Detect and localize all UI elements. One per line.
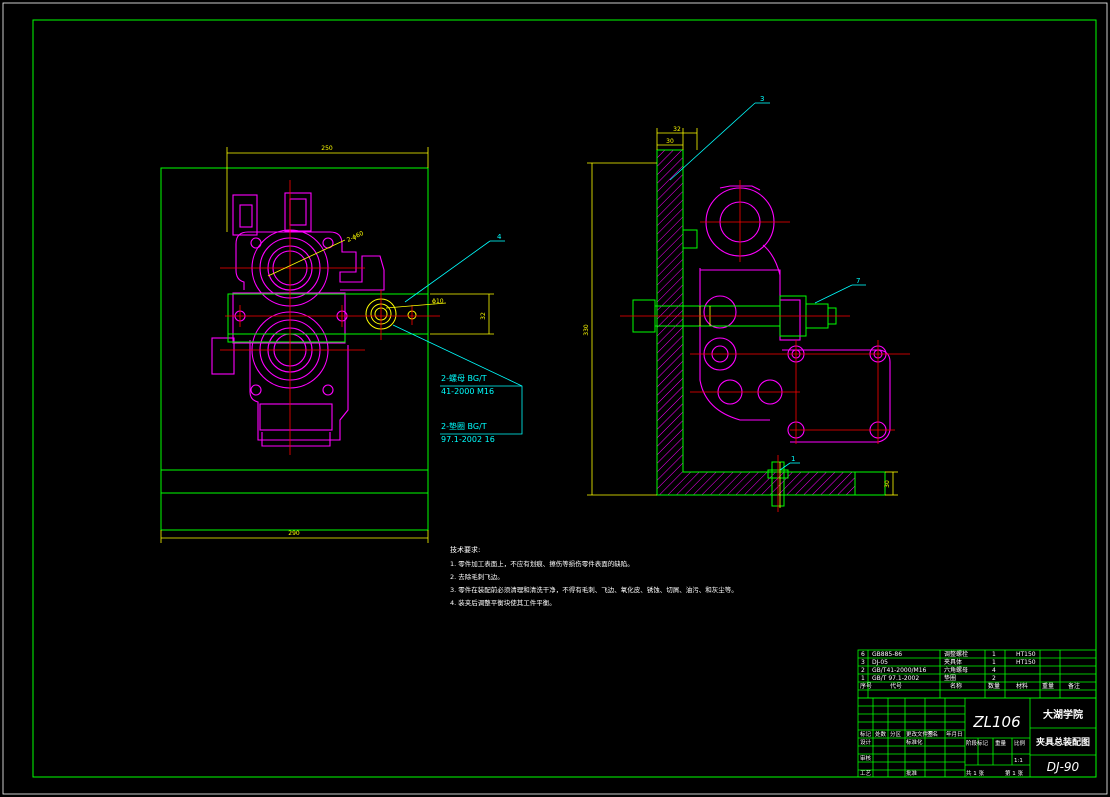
tb-zones: 处数 [875, 730, 887, 738]
tb-drawing-no: DJ-90 [1047, 760, 1080, 774]
callout-nut-line2: 41-2000 M16 [441, 387, 494, 396]
bom-row1-material: HT150 [1016, 651, 1036, 658]
balloon-right-bolt: 7 [856, 277, 860, 285]
bom-header-no: 序号 [860, 682, 872, 690]
bom-row2-qty: 1 [992, 659, 996, 666]
dim-right-height: 330 [583, 324, 590, 336]
bom-row3-name: 六角螺母 [944, 666, 968, 674]
dim-left-bottom-width: 290 [288, 530, 300, 537]
bom-row1-name: 调整螺栓 [944, 650, 968, 658]
dim-left-height: 32 [480, 312, 487, 320]
bom-header-remark: 备注 [1068, 682, 1080, 690]
bom-row1-no: 6 [861, 651, 865, 658]
dim-right-top-b: 30 [666, 138, 674, 145]
bom-row4-no: 1 [861, 675, 865, 682]
bom-row4-code: GB/T 97.1-2002 [872, 675, 919, 682]
tb-sign: 签名 [927, 730, 938, 738]
dim-right-base-height: 30 [884, 480, 891, 488]
bom-row2-name: 夹具体 [944, 658, 962, 666]
tb-stage-mark: 阶段标记 [966, 739, 989, 747]
tb-zone: 分区 [890, 730, 902, 738]
notes-item-2: 2. 去除毛刺飞边。 [450, 572, 504, 581]
bom-row3-no: 2 [861, 667, 865, 674]
bom-row1-qty: 1 [992, 651, 996, 658]
dim-left-hole-dia: ϕ10 [432, 298, 444, 305]
bom-row2-code: DJ-05 [872, 659, 888, 666]
tb-design: 设计 [860, 738, 872, 746]
notes-item-4: 4. 装夹后调整平衡块使其工件平衡。 [450, 598, 556, 607]
tb-part-code: ZL106 [972, 713, 1020, 731]
bom-row2-material: HT150 [1016, 659, 1036, 666]
callout-washer-line1: 2-垫圈 BG/T [441, 421, 487, 431]
bom-row3-code: GB/T41-2000/M16 [872, 667, 927, 674]
bom-row2-no: 3 [861, 659, 865, 666]
tb-school: 大湖学院 [1043, 708, 1083, 721]
dim-right-top-a: 32 [673, 126, 681, 133]
bom-header-material: 材料 [1016, 682, 1028, 690]
bom-row4-qty: 2 [992, 675, 996, 682]
bom-header-qty: 数量 [988, 682, 1000, 690]
tb-approve: 批准 [906, 769, 918, 777]
tb-sheet-no: 第 1 张 [1005, 769, 1023, 777]
notes-item-1: 1. 零件加工表面上，不应有划痕、擦伤等损伤零件表面的缺陷。 [450, 559, 634, 568]
notes-title: 技术要求: [450, 545, 480, 554]
tb-ratio: 比例 [1014, 739, 1026, 747]
tb-weight: 重量 [995, 739, 1007, 747]
tb-scale: 1:1 [1014, 758, 1023, 764]
callout-washer-line2: 97.1-2002 16 [441, 435, 495, 444]
bom-row3-qty: 4 [992, 667, 996, 674]
tb-date: 年月日 [946, 730, 963, 738]
bom-row4-name: 垫圈 [944, 674, 956, 682]
technical-notes: 技术要求: 1. 零件加工表面上，不应有划痕、擦伤等损伤零件表面的缺陷。 2. … [450, 545, 738, 607]
tb-standard: 标准化 [906, 738, 923, 746]
bom-header-weight: 重量 [1042, 682, 1054, 690]
tb-sheets-total: 共 1 张 [966, 769, 984, 777]
dim-left-top-width: 250 [321, 145, 333, 152]
title-block: 标记 处数 分区 更改文件号 签名 年月日 设计 标准化 审核 工艺 批准 阶段… [857, 697, 1097, 778]
bom-header-code: 代号 [890, 682, 902, 690]
bom-header-name: 名称 [950, 682, 962, 690]
tb-change-doc: 更改文件号 [906, 730, 934, 738]
tb-check: 审核 [860, 754, 872, 762]
tb-mark: 标记 [860, 730, 872, 738]
bom-row1-code: GB885-86 [872, 651, 902, 658]
right-view: 32 30 330 30 3 7 1 [583, 95, 910, 512]
balloon-right-top: 3 [760, 95, 764, 103]
notes-item-3: 3. 零件在装配前必须清理和清洗干净，不得有毛刺、飞边、氧化皮、锈蚀、切屑、油污… [450, 585, 738, 594]
balloon-right-bottom: 1 [791, 455, 795, 463]
callout-nut-line1: 2-螺母 BG/T [441, 373, 487, 383]
tb-process: 工艺 [860, 770, 872, 777]
balloon-left: 4 [497, 233, 502, 241]
tb-drawing-name: 夹具总装配图 [1036, 736, 1090, 748]
